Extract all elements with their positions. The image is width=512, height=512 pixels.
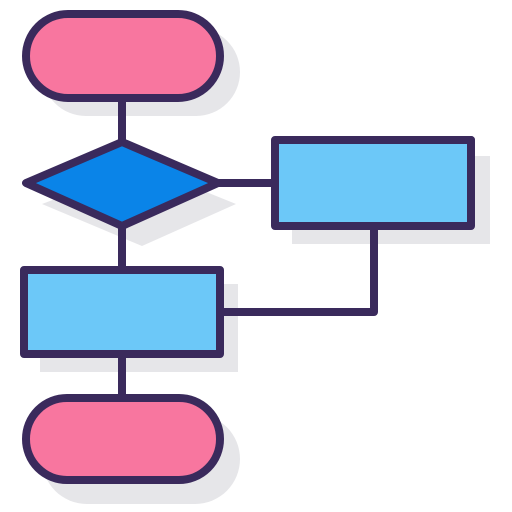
start-terminal xyxy=(22,10,224,102)
process-left-box xyxy=(20,266,224,358)
decision-diamond xyxy=(22,138,222,230)
node-layer xyxy=(20,10,475,484)
connector-process-right-process-left xyxy=(216,222,378,316)
end-terminal xyxy=(22,394,224,484)
process-right-box xyxy=(271,136,475,230)
connector-layer xyxy=(118,94,378,402)
